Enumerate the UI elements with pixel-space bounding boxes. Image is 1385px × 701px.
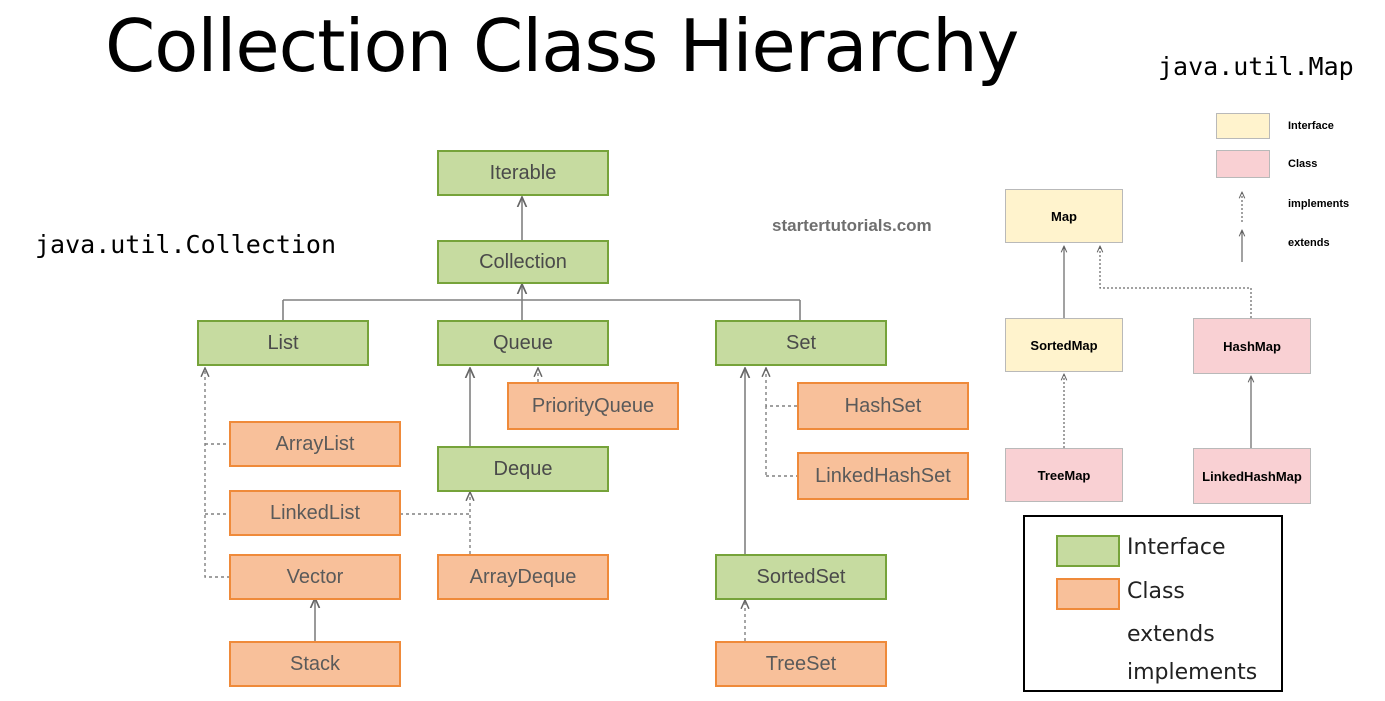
legend-interface-label: Interface [1127, 535, 1226, 560]
node-stack: Stack [229, 641, 401, 687]
node-hash-set: HashSet [797, 382, 969, 430]
node-vector: Vector [229, 554, 401, 600]
node-sorted-set: SortedSet [715, 554, 887, 600]
node-collection: Collection [437, 240, 609, 284]
map-legend-implements-label: implements [1288, 198, 1350, 210]
map-package-label: java.util.Map [1158, 52, 1354, 81]
node-set: Set [715, 320, 887, 366]
node-map: Map [1005, 189, 1123, 243]
node-iterable: Iterable [437, 150, 609, 196]
map-legend-extends-label: extends [1288, 237, 1330, 249]
node-priority-queue: PriorityQueue [507, 382, 679, 430]
collection-package-label: java.util.Collection [35, 230, 337, 259]
node-sorted-map: SortedMap [1005, 318, 1123, 372]
map-legend-interface-label: Interface [1288, 120, 1334, 132]
node-list: List [197, 320, 369, 366]
map-legend-class-label: Class [1288, 158, 1318, 170]
map-legend-interface-swatch [1216, 113, 1270, 139]
legend-extends-label: extends [1127, 622, 1215, 647]
legend-class-label: Class [1127, 579, 1185, 604]
node-queue: Queue [437, 320, 609, 366]
watermark: startertutorials.com [772, 216, 932, 235]
page-title: Collection Class Hierarchy [105, 4, 1019, 88]
node-deque: Deque [437, 446, 609, 492]
node-tree-set: TreeSet [715, 641, 887, 687]
node-tree-map: TreeMap [1005, 448, 1123, 502]
node-linked-hash-set: LinkedHashSet [797, 452, 969, 500]
node-array-list: ArrayList [229, 421, 401, 467]
edge-list-impl [205, 368, 230, 578]
legend-implements-label: implements [1127, 660, 1258, 685]
node-hash-map: HashMap [1193, 318, 1311, 374]
node-linked-list: LinkedList [229, 490, 401, 536]
node-linked-hash-map: LinkedHashMap [1193, 448, 1311, 504]
edge-hashmap-map [1100, 246, 1252, 318]
edge-hashset-set [766, 368, 797, 407]
node-array-deque: ArrayDeque [437, 554, 609, 600]
legend-class-swatch [1056, 578, 1120, 610]
map-legend-class-swatch [1216, 150, 1270, 178]
legend-interface-swatch [1056, 535, 1120, 567]
